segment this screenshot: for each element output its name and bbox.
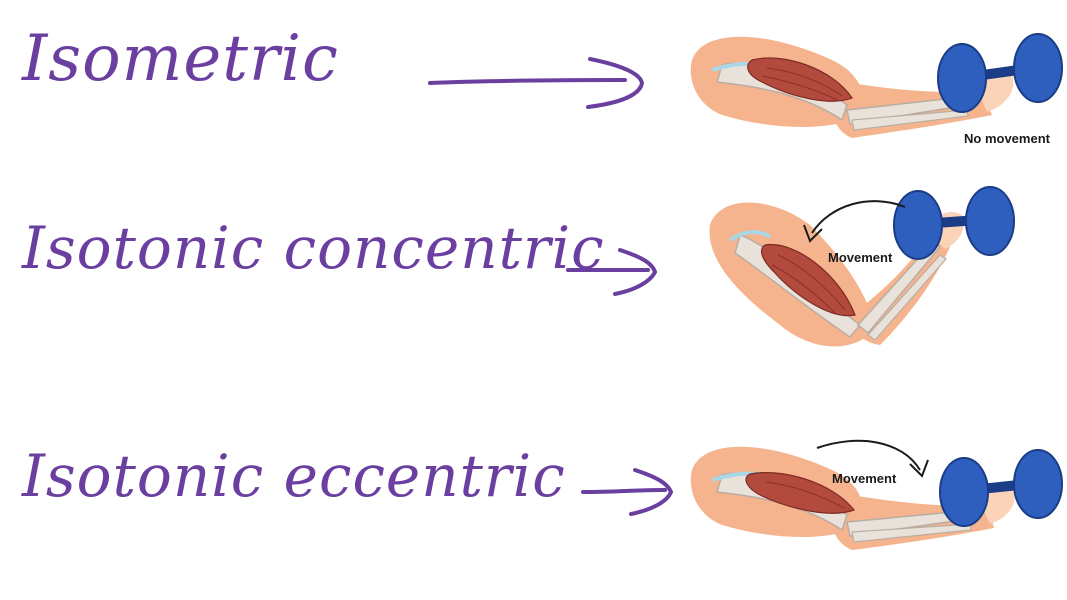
label-isometric: Isometric [22,22,339,96]
row-isotonic-concentric: Isotonic concentric Movement [0,170,1067,370]
annotation-isometric: No movement [964,131,1051,146]
arrow-right-icon [566,248,658,296]
annotation-isotonic-eccentric: Movement [832,471,897,486]
label-isotonic-eccentric: Isotonic eccentric [22,442,566,510]
arrow-right-icon [428,57,645,109]
arm-figure-isotonic-concentric: Movement [709,186,1015,347]
label-isotonic-concentric: Isotonic concentric [22,214,605,282]
row-isometric: Isometric No movement [0,0,1067,170]
arm-figure-isometric: No movement [690,33,1063,146]
arrow-right-icon [581,468,674,516]
arm-figure-isotonic-eccentric: Movement [690,439,1063,550]
annotation-isotonic-concentric: Movement [828,250,893,265]
row-isotonic-eccentric: Isotonic eccentric Movement [0,380,1067,554]
